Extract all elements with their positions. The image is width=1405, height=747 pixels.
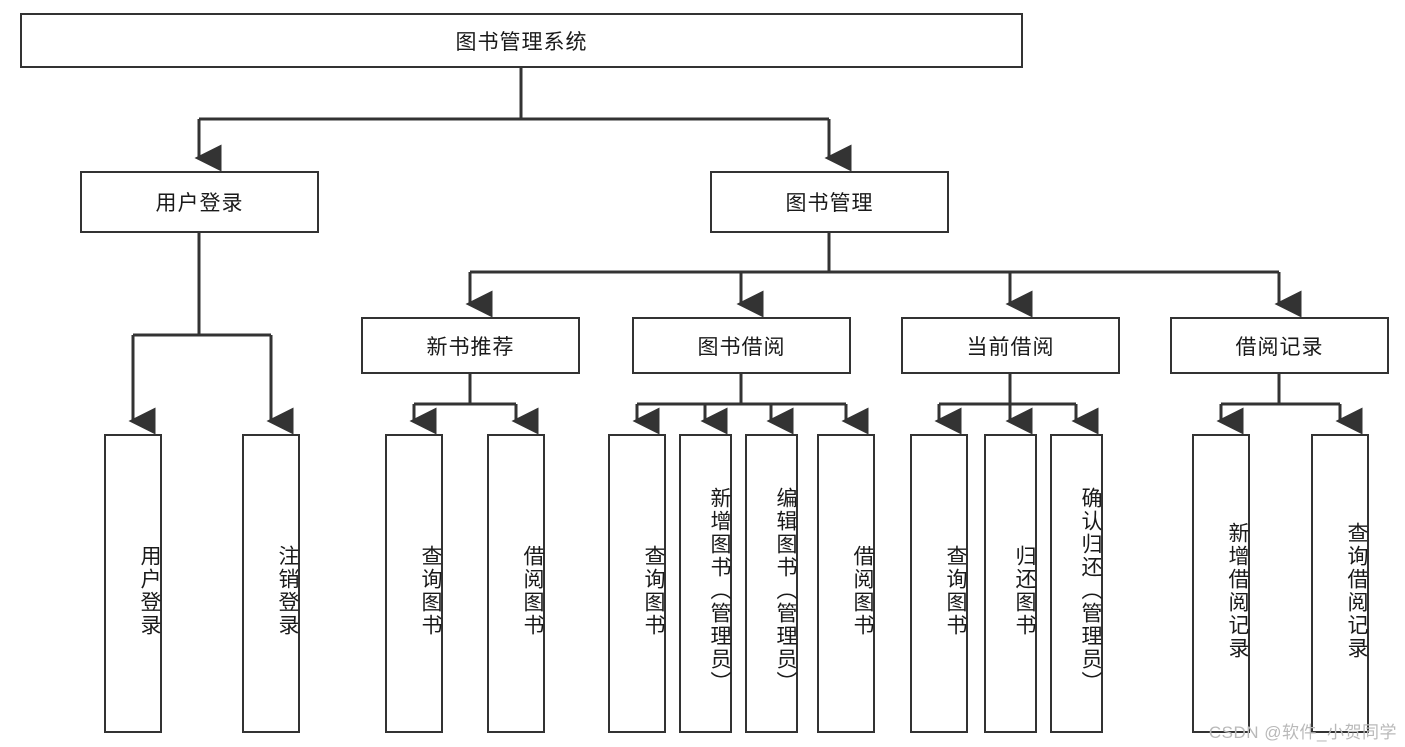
- node-current-borrow[interactable]: 当前借阅: [901, 317, 1120, 374]
- node-leaf-confirm-return-admin[interactable]: 确认归还（管理员）: [1050, 434, 1103, 733]
- node-leaf-return-book-label: 归还图书: [1013, 544, 1036, 637]
- node-leaf-query-borrow-record[interactable]: 查询借阅记录: [1311, 434, 1369, 733]
- node-book-borrow[interactable]: 图书借阅: [632, 317, 851, 374]
- node-leaf-query-book-borrow-label: 查询图书: [642, 544, 665, 637]
- node-leaf-borrow-book-label: 借阅图书: [851, 544, 874, 637]
- node-leaf-query-book-recommend-label: 查询图书: [419, 544, 442, 637]
- node-leaf-logout-login[interactable]: 注销登录: [242, 434, 300, 733]
- node-leaf-user-login[interactable]: 用户登录: [104, 434, 162, 733]
- node-root-label: 图书管理系统: [455, 30, 588, 54]
- node-book-manage-label: 图书管理: [785, 192, 874, 215]
- node-current-borrow-label: 当前借阅: [966, 335, 1055, 359]
- node-leaf-query-book-borrow[interactable]: 查询图书: [608, 434, 666, 733]
- node-leaf-query-borrow-record-label: 查询借阅记录: [1345, 521, 1368, 660]
- node-leaf-edit-book-admin[interactable]: 编辑图书（管理员）: [745, 434, 798, 733]
- node-leaf-query-book-current[interactable]: 查询图书: [910, 434, 968, 733]
- watermark: CSDN @软件_小贺同学: [1208, 723, 1397, 742]
- node-leaf-logout-login-label: 注销登录: [276, 544, 299, 637]
- node-leaf-query-book-current-label: 查询图书: [944, 544, 967, 637]
- node-leaf-add-book-admin[interactable]: 新增图书（管理员）: [679, 434, 732, 733]
- node-new-book-recommend[interactable]: 新书推荐: [361, 317, 580, 374]
- node-leaf-borrow-book-recommend-label: 借阅图书: [521, 544, 544, 637]
- node-leaf-edit-book-admin-label: 编辑图书（管理员）: [774, 487, 797, 694]
- node-root[interactable]: 图书管理系统: [20, 13, 1023, 68]
- node-new-book-recommend-label: 新书推荐: [426, 335, 515, 359]
- node-leaf-add-book-admin-label: 新增图书（管理员）: [708, 487, 731, 694]
- node-leaf-add-borrow-record[interactable]: 新增借阅记录: [1192, 434, 1250, 733]
- node-borrow-record-label: 借阅记录: [1235, 335, 1324, 359]
- node-leaf-confirm-return-admin-label: 确认归还（管理员）: [1079, 487, 1102, 694]
- node-user-login[interactable]: 用户登录: [80, 171, 319, 233]
- node-borrow-record[interactable]: 借阅记录: [1170, 317, 1389, 374]
- node-leaf-user-login-label: 用户登录: [138, 544, 161, 637]
- node-leaf-borrow-book[interactable]: 借阅图书: [817, 434, 875, 733]
- node-user-login-label: 用户登录: [155, 192, 244, 215]
- node-book-borrow-label: 图书借阅: [697, 335, 786, 359]
- node-leaf-return-book[interactable]: 归还图书: [984, 434, 1037, 733]
- node-leaf-borrow-book-recommend[interactable]: 借阅图书: [487, 434, 545, 733]
- node-leaf-add-borrow-record-label: 新增借阅记录: [1226, 521, 1249, 660]
- node-leaf-query-book-recommend[interactable]: 查询图书: [385, 434, 443, 733]
- node-book-manage[interactable]: 图书管理: [710, 171, 949, 233]
